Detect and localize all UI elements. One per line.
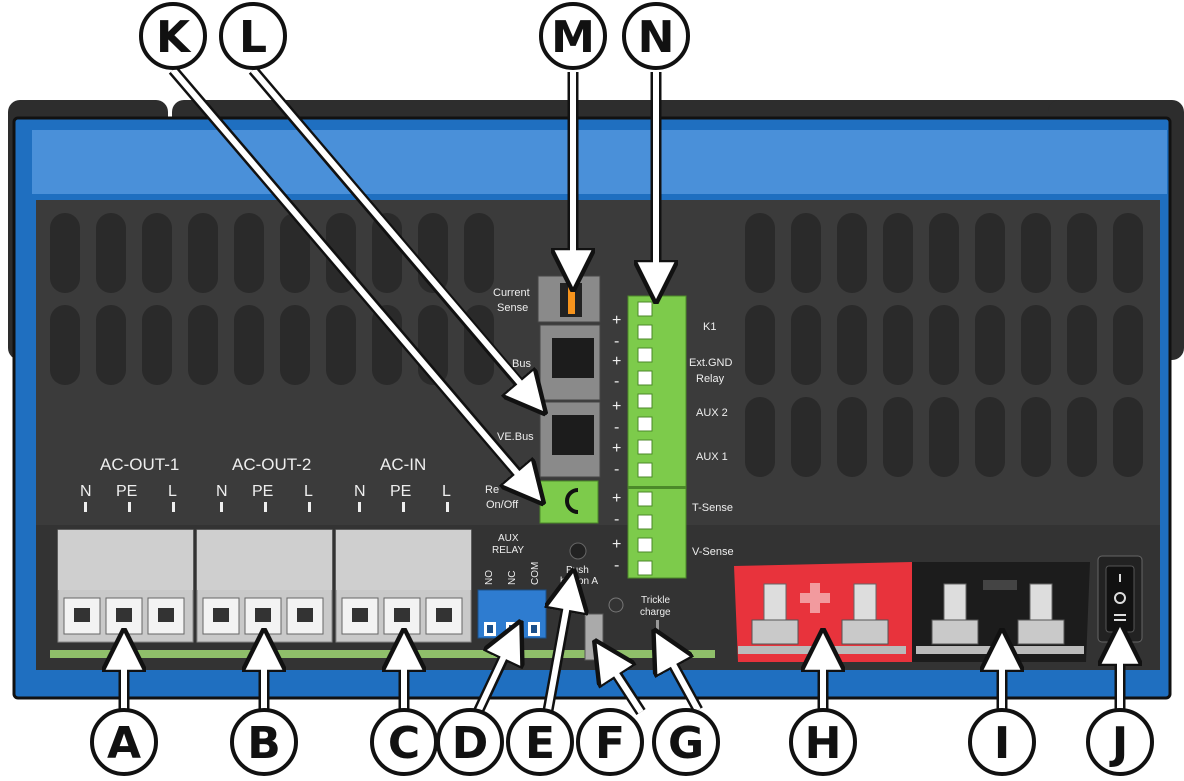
aux-com-label: COM	[530, 562, 541, 585]
pin-l-label: L	[168, 483, 177, 500]
callout-c: C	[388, 718, 420, 769]
dc-positive-terminal	[734, 562, 912, 662]
callout-b: B	[247, 718, 281, 769]
trickle-label-1: Trickle	[641, 595, 671, 606]
aux-relay-title: AUX	[498, 533, 519, 544]
v-sense-label: V-Sense	[692, 546, 734, 558]
current-sense-label-2: Sense	[497, 302, 528, 314]
callout-e: E	[525, 718, 555, 769]
current-sense-label-1: Current	[493, 287, 530, 299]
ac-out-2-label: AC-OUT-2	[232, 455, 311, 474]
pin-l-label: L	[442, 483, 451, 500]
callout-arrows	[124, 66, 1120, 730]
power-switch	[1097, 555, 1143, 643]
push-button-label-3: on A	[578, 576, 598, 587]
minus-sign: -	[614, 511, 619, 528]
pin-pe-label: PE	[252, 483, 273, 500]
t-sense-label: T-Sense	[692, 502, 733, 514]
callout-j: J	[1109, 718, 1128, 769]
aux-relay-title-2: RELAY	[492, 545, 524, 556]
minus-sign: -	[614, 461, 619, 478]
minus-sign: -	[614, 333, 619, 350]
minus-sign: -	[614, 557, 619, 574]
vebus-label: VE.Bus	[497, 431, 534, 443]
callout-l: L	[239, 12, 267, 63]
callout-f: F	[595, 718, 625, 769]
plus-sign: +	[612, 312, 621, 329]
vebus-label-top: Bus	[512, 358, 531, 370]
callout-m: M	[551, 12, 595, 63]
trickle-label-2: charge	[640, 607, 671, 618]
aux-nc-label: NC	[507, 571, 518, 585]
pin-pe-label: PE	[390, 483, 411, 500]
pin-l-label: L	[304, 483, 313, 500]
dc-negative-terminal	[912, 562, 1090, 662]
pin-n-label: N	[216, 483, 228, 500]
plus-sign: +	[612, 536, 621, 553]
callout-h: H	[805, 718, 842, 769]
aux1-label: AUX 1	[696, 451, 728, 463]
callout-i: I	[994, 718, 1010, 769]
remote-label-2: On/Off	[486, 499, 519, 511]
callout-n: N	[638, 12, 675, 63]
pin-pe-label: PE	[116, 483, 137, 500]
callout-a: A	[107, 718, 141, 769]
minus-sign: -	[614, 419, 619, 436]
pin-n-label: N	[80, 483, 92, 500]
callout-k: K	[156, 12, 192, 63]
terminal-polarity-signs: + - + - + - + - + - + -	[612, 312, 621, 574]
callout-g: G	[668, 718, 704, 769]
plus-sign: +	[612, 440, 621, 457]
ac-terminal-blocks	[57, 529, 472, 643]
green-terminal-strip	[627, 295, 687, 579]
terminal-function-labels: K1 Ext.GND Relay AUX 2 AUX 1 T-Sense V-S…	[689, 321, 734, 558]
callout-circles: A B C D E F G H I J K L M N	[90, 2, 1154, 776]
ext-gnd-label: Ext.GND	[689, 357, 732, 369]
push-button-label-2: bu	[560, 576, 571, 587]
aux2-label: AUX 2	[696, 407, 728, 419]
aux-no-label: NO	[484, 570, 495, 585]
ac-in-label: AC-IN	[380, 455, 426, 474]
pin-n-label: N	[354, 483, 366, 500]
callout-d: D	[452, 718, 489, 769]
plus-sign: +	[612, 490, 621, 507]
push-button-label-1: Push	[566, 565, 589, 576]
ac-pin-labels: N PE L N PE L N PE L	[80, 483, 451, 512]
plus-sign: +	[612, 353, 621, 370]
vents-right	[745, 213, 1143, 477]
ext-gnd-relay-label: Relay	[696, 373, 725, 385]
k1-label: K1	[703, 321, 716, 333]
ac-out-1-label: AC-OUT-1	[100, 455, 179, 474]
remote-label-1: Re	[485, 484, 499, 496]
plus-sign: +	[612, 398, 621, 415]
minus-sign: -	[614, 373, 619, 390]
